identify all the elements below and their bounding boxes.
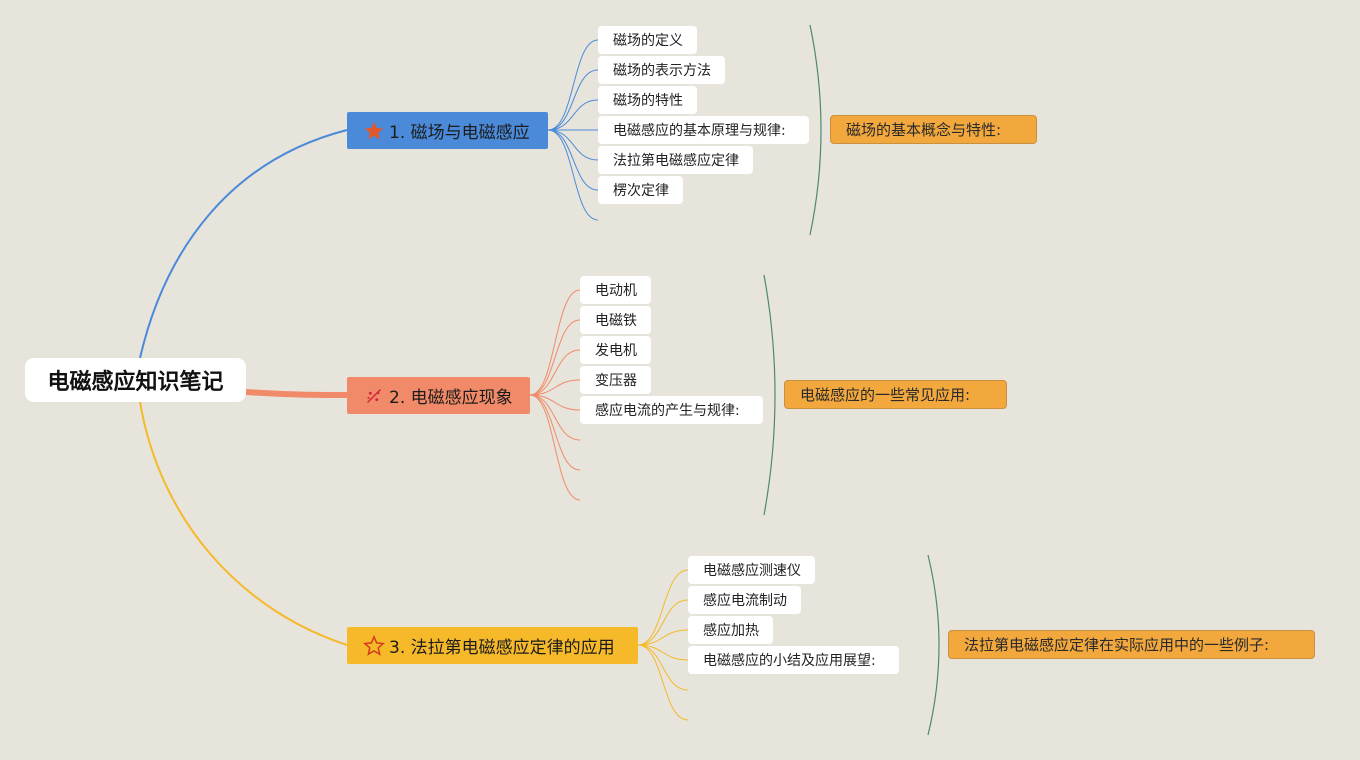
summary-2[interactable]: 电磁感应的一些常见应用:	[784, 380, 1007, 409]
root-topic-label: 电磁感应知识笔记	[47, 370, 224, 395]
subtopic-speed-meter[interactable]: 电磁感应测速仪	[688, 556, 815, 584]
branch-topic-3[interactable]: 3. 法拉第电磁感应定律的应用	[347, 627, 638, 664]
subtopic-magnetic-field-properties[interactable]: 磁场的特性	[598, 86, 697, 114]
subtopic-induced-current[interactable]: 感应电流的产生与规律:	[580, 396, 763, 424]
branch-topic-2-label: 2. 电磁感应现象	[389, 388, 513, 408]
star-filled-icon	[363, 120, 385, 142]
branch3-fan	[637, 569, 689, 721]
root-topic[interactable]: 电磁感应知识笔记	[25, 358, 246, 402]
subtopic-lenz-law[interactable]: 楞次定律	[598, 176, 683, 204]
root-link-1	[139, 129, 348, 359]
subtopic-transformer[interactable]: 变压器	[580, 366, 651, 394]
subtopic-eddy-brake[interactable]: 感应电流制动	[688, 586, 801, 614]
subtopic-magnetic-field-representation[interactable]: 磁场的表示方法	[598, 56, 725, 84]
branch-topic-1[interactable]: 1. 磁场与电磁感应	[347, 112, 548, 149]
subtopic-induction-heating[interactable]: 感应加热	[688, 616, 773, 644]
branch-topic-3-label: 3. 法拉第电磁感应定律的应用	[389, 638, 615, 658]
subtopic-electromagnet[interactable]: 电磁铁	[580, 306, 651, 334]
subtopic-induction-principles[interactable]: 电磁感应的基本原理与规律:	[598, 116, 809, 144]
subtopic-summary-outlook[interactable]: 电磁感应的小结及应用展望:	[688, 646, 899, 674]
branch-topic-1-label: 1. 磁场与电磁感应	[389, 123, 530, 143]
subtopic-electric-motor[interactable]: 电动机	[580, 276, 651, 304]
root-link-3	[139, 401, 348, 646]
branch2-fan	[529, 289, 581, 501]
star-outline-icon	[363, 634, 385, 657]
summary-1[interactable]: 磁场的基本概念与特性:	[830, 115, 1037, 144]
summary-3[interactable]: 法拉第电磁感应定律在实际应用中的一些例子:	[948, 630, 1315, 659]
subtopic-generator[interactable]: 发电机	[580, 336, 651, 364]
sparkle-icon	[363, 385, 385, 407]
summary-bracket-2	[763, 274, 776, 516]
summary-bracket-3	[927, 554, 940, 736]
branch-topic-2[interactable]: 2. 电磁感应现象	[347, 377, 530, 414]
subtopic-faraday-law[interactable]: 法拉第电磁感应定律	[598, 146, 753, 174]
root-link-2	[245, 389, 348, 398]
branch1-fan	[547, 39, 599, 221]
subtopic-magnetic-field-definition[interactable]: 磁场的定义	[598, 26, 697, 54]
summary-bracket-1	[809, 24, 822, 236]
